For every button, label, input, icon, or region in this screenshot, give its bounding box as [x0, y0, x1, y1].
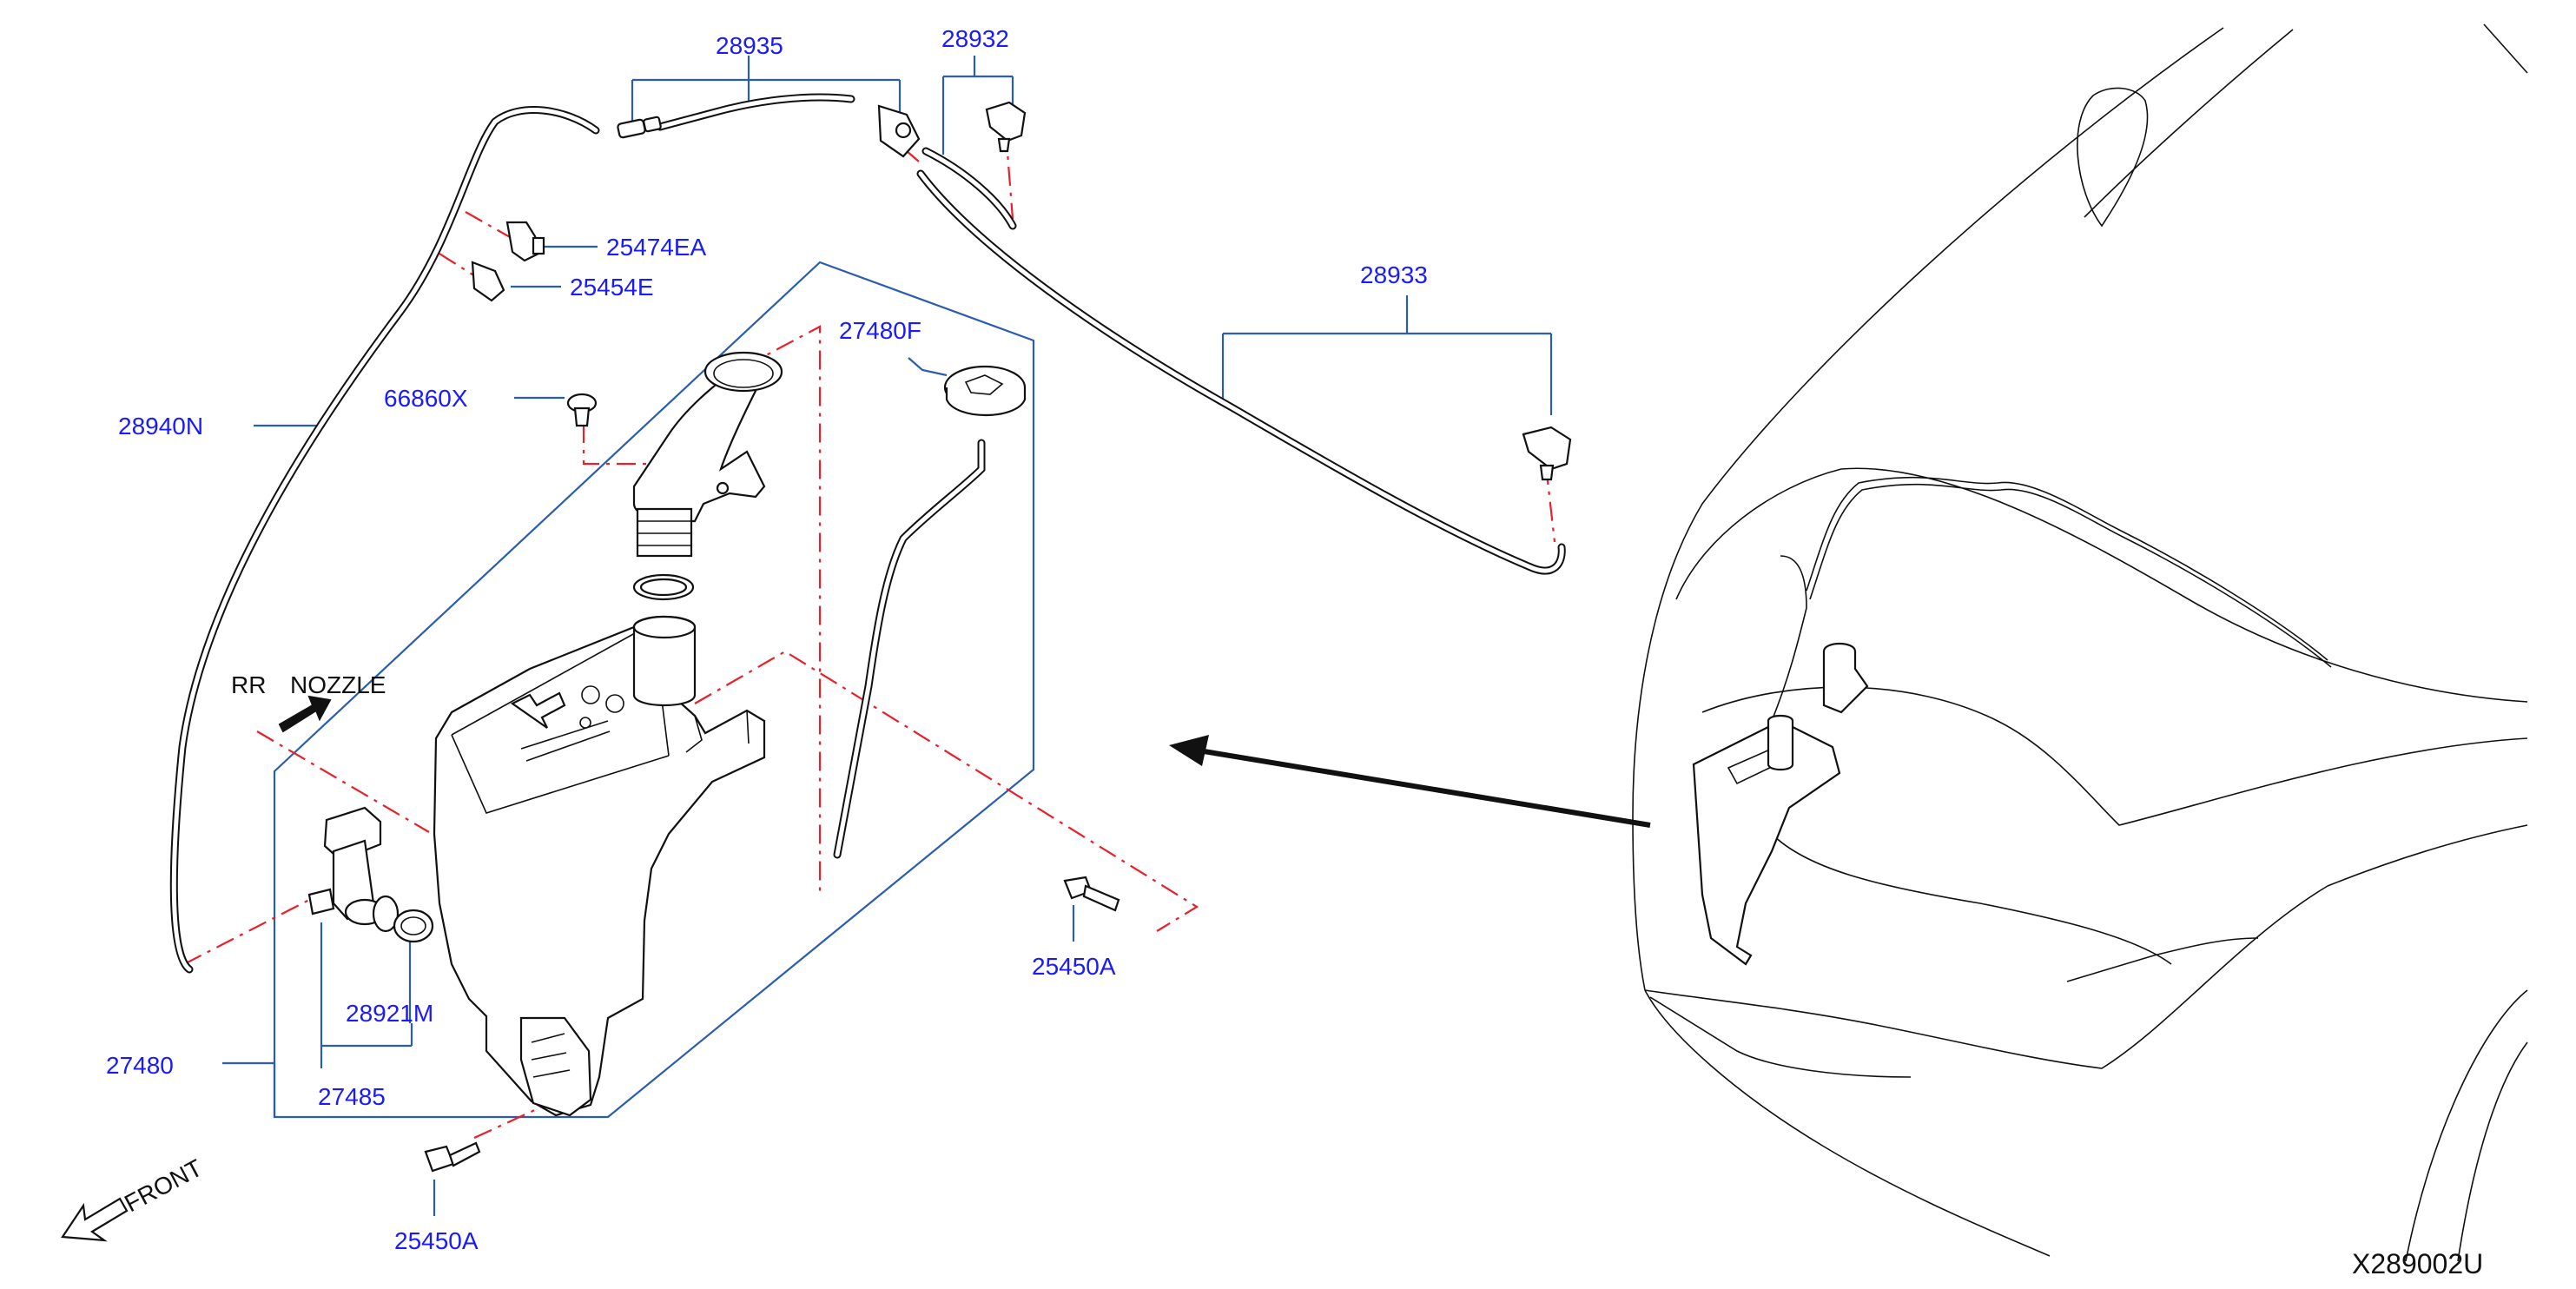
direction-arrows: [61, 695, 1651, 1242]
washer-hoses: [169, 93, 1566, 974]
part-label-28935: 28935: [716, 32, 783, 59]
rr-label: RR: [231, 671, 266, 698]
front-label: FRONT: [120, 1154, 207, 1218]
nozzle-label: NOZZLE: [290, 671, 386, 698]
filler-neck: [632, 351, 783, 558]
part-label-28932: 28932: [941, 25, 1009, 52]
diagram-code: X289002U: [2352, 1248, 2483, 1279]
part-label-28921M: 28921M: [346, 1000, 433, 1027]
o-ring: [632, 573, 695, 601]
bolts: [424, 876, 1120, 1173]
leader-lines: [222, 56, 1553, 1216]
vehicle-front-outline: [1632, 23, 2528, 1262]
grommet: [566, 393, 598, 427]
part-label-28940N: 28940N: [118, 413, 203, 440]
part-label-27485: 27485: [318, 1083, 386, 1110]
part-label-25450A-right: 25450A: [1032, 953, 1116, 980]
part-label-25454E: 25454E: [570, 274, 654, 301]
part-label-27480F: 27480F: [839, 317, 921, 344]
washer-nozzles: [985, 101, 1572, 481]
part-labels: 28935 28932 25474EA 25454E 27480F 66860X…: [106, 25, 2483, 1279]
hose-connectors: [471, 104, 921, 302]
part-label-28933: 28933: [1360, 261, 1428, 288]
washer-reservoir-tank: [433, 615, 766, 1117]
part-label-25450A-bottom: 25450A: [394, 1227, 479, 1254]
part-label-25474EA: 25474EA: [606, 234, 707, 261]
part-label-66860X: 66860X: [384, 385, 468, 412]
washer-pump: [307, 806, 434, 943]
filler-cap: [943, 365, 1027, 417]
part-label-27480: 27480: [106, 1052, 174, 1079]
